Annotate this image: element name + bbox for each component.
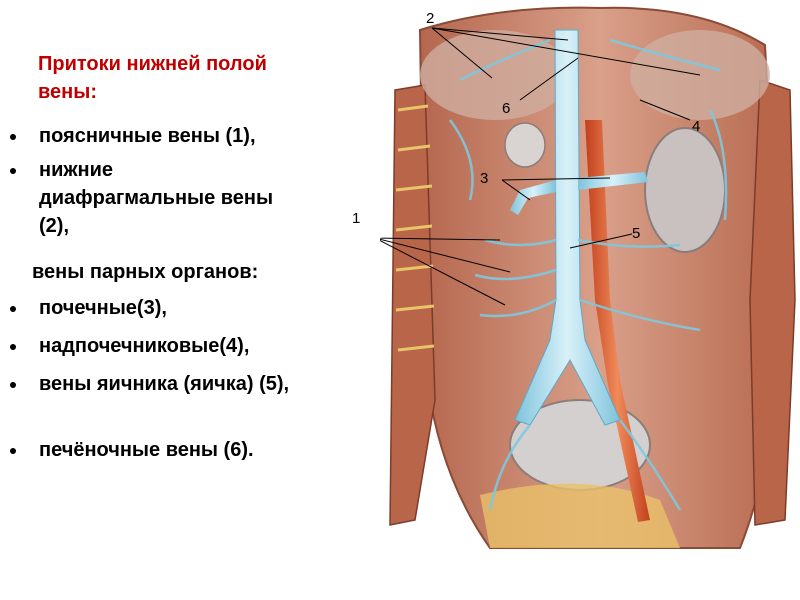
bullet-dot-icon xyxy=(10,382,16,388)
inferior-vena-cava xyxy=(514,29,621,426)
label-6: 6 xyxy=(502,100,511,117)
label-4: 4 xyxy=(692,118,701,135)
label-3: 3 xyxy=(480,170,489,187)
bullet-dot-icon xyxy=(10,306,16,312)
right-kidney xyxy=(644,127,726,253)
tributaries-list: поясничные вены (1), нижние диафрагмальн… xyxy=(0,0,360,600)
title-line-1: Притоки нижней полой xyxy=(38,53,267,75)
aorta xyxy=(585,120,650,522)
right-muscle xyxy=(749,78,796,526)
left-muscle xyxy=(389,84,436,526)
label-2: 2 xyxy=(426,10,435,27)
bullet-dot-icon xyxy=(10,134,16,140)
inferior-vena-cava-illustration xyxy=(380,6,796,549)
label-5: 5 xyxy=(632,225,641,242)
renal-vein-left xyxy=(510,180,556,215)
diaphragm-left xyxy=(420,30,570,120)
left-kidney xyxy=(504,122,546,168)
bullet-dot-icon xyxy=(10,448,16,454)
bullet-dot-icon xyxy=(10,168,16,174)
slide-title: Притоки нижней полой вены: xyxy=(38,50,348,106)
title-line-2: вены: xyxy=(38,81,97,103)
bullet-dot-icon xyxy=(10,344,16,350)
paired-organs-subheading: вены парных органов: xyxy=(32,261,259,283)
renal-vein-right xyxy=(578,172,648,190)
label-1: 1 xyxy=(352,210,361,227)
